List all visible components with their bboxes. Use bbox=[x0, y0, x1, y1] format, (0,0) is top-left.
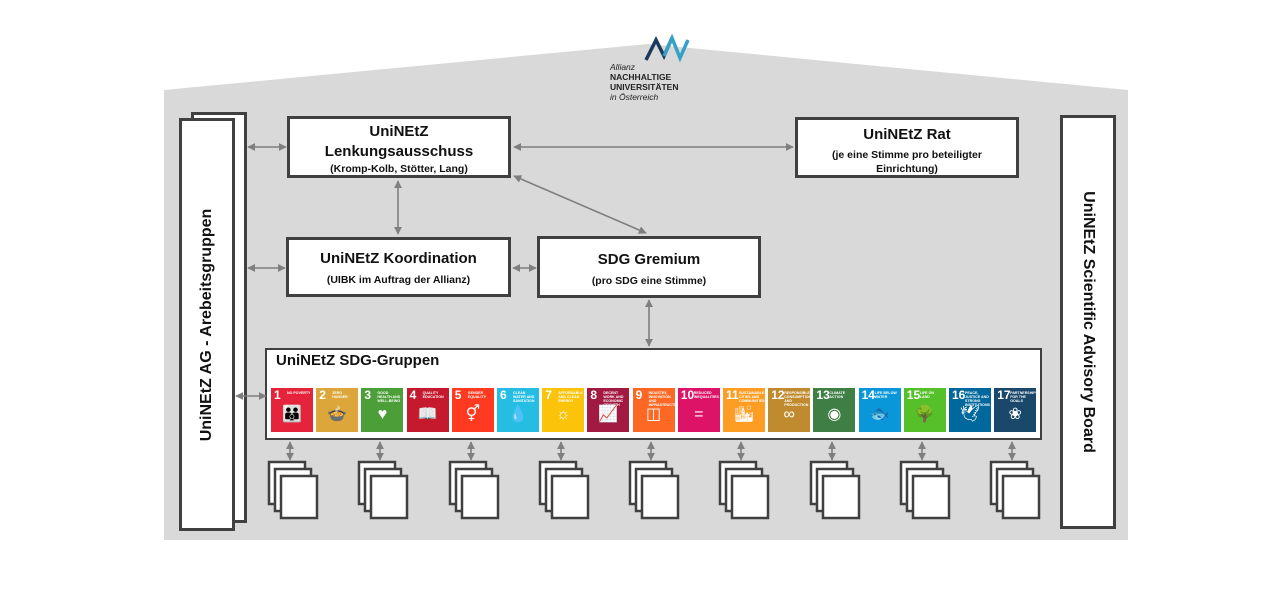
sdg-tile-3: 3 GOOD HEALTH AND WELL-BEING ♥ bbox=[361, 388, 404, 432]
sdg-label: AFFORDABLE AND CLEAN ENERGY bbox=[558, 391, 583, 403]
sdg-label: PEACE, JUSTICE AND STRONG INSTITUTIONS bbox=[965, 391, 990, 407]
sun-icon: ☼ bbox=[555, 406, 571, 423]
sdg-number: 2 bbox=[319, 388, 326, 402]
sdg-label: GENDER EQUALITY bbox=[467, 391, 486, 399]
allianz-logo: Allianz NACHHALTIGE UNIVERSITÄTEN in Öst… bbox=[604, 34, 694, 106]
right-panel: UniNEtZ Scientific Advisory Board bbox=[1060, 115, 1116, 529]
left-panel-label: UniNEtZ AG - Arebeitsgruppen bbox=[198, 208, 215, 441]
sdg-tile-1: 1 NO POVERTY 👪 bbox=[271, 388, 313, 432]
sdg-gremium-box: SDG Gremium (pro SDG eine Stimme) bbox=[537, 236, 761, 298]
sdg-label: REDUCED INEQUALITIES bbox=[693, 391, 719, 399]
sdg-label: ZERO HUNGER bbox=[332, 391, 348, 399]
gender-icon: ⚥ bbox=[465, 406, 481, 423]
sdg-tile-5: 5 GENDER EQUALITY ⚥ bbox=[451, 388, 494, 432]
sdg-label: INDUSTRY, INNOVATION AND INFRASTRUCTURE bbox=[648, 391, 675, 407]
rat-box: UniNEtZ Rat (je eine Stimme pro beteilig… bbox=[795, 117, 1019, 178]
fish-icon: 🐟 bbox=[869, 406, 890, 423]
equal-icon: = bbox=[694, 406, 704, 423]
sdg-gremium-title: SDG Gremium bbox=[597, 251, 701, 268]
lenkungsausschuss-title-1: UniNEtZ bbox=[369, 123, 429, 140]
sdg-number: 7 bbox=[545, 388, 552, 402]
sdg-number: 10 bbox=[680, 388, 695, 402]
sdg-tiles-row: 1 NO POVERTY 👪 2 ZERO HUNGER 🍲 3 GOOD HEALTH AN… bbox=[271, 388, 1039, 432]
family-icon: 👪 bbox=[282, 406, 302, 423]
sdg-label: LIFE ON LAND bbox=[919, 391, 934, 399]
sdg-tile-8: 8 DECENT WORK AND ECONOMIC GROWTH📈 bbox=[587, 388, 630, 432]
sdg-tile-2: 2 ZERO HUNGER 🍲 bbox=[316, 388, 359, 432]
sdg-label: DECENT WORK AND ECONOMIC GROWTH bbox=[603, 391, 624, 407]
logo-text-oesterreich: in Österreich bbox=[610, 92, 659, 102]
right-panel-label: UniNEtZ Scientific Advisory Board bbox=[1080, 191, 1097, 453]
koordination-title: UniNEtZ Koordination bbox=[320, 250, 477, 267]
sdg-label: NO POVERTY bbox=[287, 391, 311, 395]
sdg-number: 12 bbox=[771, 388, 785, 402]
rat-sub-2: Einrichtung) bbox=[876, 163, 938, 175]
left-panel: UniNEtZ AG - Arebeitsgruppen bbox=[179, 118, 235, 531]
sdg-number: 1 bbox=[274, 388, 281, 402]
tree-icon: 🌳 bbox=[914, 406, 935, 423]
sdg-number: 8 bbox=[590, 388, 598, 402]
sdg-tile-4: 4 QUALITY EDUCATION 📖 bbox=[406, 388, 449, 432]
logo-text-universitaeten: UNIVERSITÄTEN bbox=[610, 82, 679, 92]
sdg-label: QUALITY EDUCATION bbox=[422, 391, 444, 399]
sdg-number: 6 bbox=[500, 388, 507, 402]
sdg-tile-6: 6 CLEAN WATER AND SANITATION 💧 bbox=[497, 388, 539, 432]
lenkungsausschuss-box: UniNEtZ Lenkungsausschuss (Kromp-Kolb, S… bbox=[287, 116, 511, 178]
logo-text-allianz: Allianz bbox=[610, 62, 636, 72]
koordination-box: UniNEtZ Koordination (UIBK im Auftrag de… bbox=[286, 237, 511, 297]
sdg-number: 14 bbox=[861, 388, 875, 402]
heartbeat-icon: ♥ bbox=[377, 406, 388, 423]
sdg-number: 4 bbox=[409, 388, 417, 402]
bowl-icon: 🍲 bbox=[327, 406, 348, 423]
sdg-number: 16 bbox=[952, 388, 966, 402]
sdg-number: 11 bbox=[726, 388, 739, 402]
lenkungsausschuss-members: (Kromp-Kolb, Stötter, Lang) bbox=[330, 163, 468, 175]
sdg-label: PARTNERSHIPS FOR THE GOALS bbox=[1010, 391, 1037, 403]
koordination-sub: (UIBK im Auftrag der Allianz) bbox=[326, 274, 471, 286]
growth-chart-icon: 📈 bbox=[598, 406, 619, 423]
dove-icon: 🕊 bbox=[959, 406, 981, 423]
sdg-label: CLIMATE ACTION bbox=[829, 391, 846, 399]
sdg-number: 5 bbox=[454, 388, 462, 402]
rings-icon: ❀ bbox=[1008, 406, 1022, 423]
sdg-number: 3 bbox=[364, 388, 372, 402]
city-icon: 🏙 bbox=[733, 406, 755, 423]
sdg-number: 15 bbox=[906, 388, 921, 402]
infinity-icon: ∞ bbox=[783, 406, 795, 423]
sdg-tile-7: 7 AFFORDABLE AND CLEAN ENERGY ☼ bbox=[542, 388, 585, 432]
logo-mark-icon bbox=[644, 34, 690, 63]
logo-text-nachhaltige: NACHHALTIGE bbox=[610, 72, 672, 82]
lenkungsausschuss-title-2: Lenkungsausschuss bbox=[324, 143, 474, 160]
sdg-gremium-sub: (pro SDG eine Stimme) bbox=[591, 275, 707, 287]
cubes-icon: ◫ bbox=[646, 406, 662, 423]
rat-sub-1: (je eine Stimme pro beteiligter bbox=[832, 149, 982, 161]
sdg-label: SUSTAINABLE CITIES AND COMMUNITIES bbox=[739, 391, 765, 403]
sdg-label: GOOD HEALTH AND WELL-BEING bbox=[377, 391, 401, 403]
sdg-tile-9: 9 INDUSTRY, INNOVATION AND INFRASTRUCTURE… bbox=[632, 388, 675, 432]
sdg-label: RESPONSIBLE CONSUMPTION AND PRODUCTION bbox=[784, 391, 811, 407]
water-icon: 💧 bbox=[508, 406, 528, 423]
eye-globe-icon: ◉ bbox=[827, 406, 842, 423]
book-icon: 📖 bbox=[417, 406, 438, 423]
sdg-number: 9 bbox=[635, 388, 643, 402]
sdg-number: 17 bbox=[997, 388, 1011, 402]
sdg-label: LIFE BELOW WATER bbox=[874, 391, 897, 399]
sdg-label: CLEAN WATER AND SANITATION bbox=[513, 391, 535, 403]
sdg-groups-title: UniNEtZ SDG-Gruppen bbox=[276, 352, 440, 369]
rat-title: UniNEtZ Rat bbox=[863, 126, 951, 143]
sdg-number: 13 bbox=[816, 388, 830, 402]
